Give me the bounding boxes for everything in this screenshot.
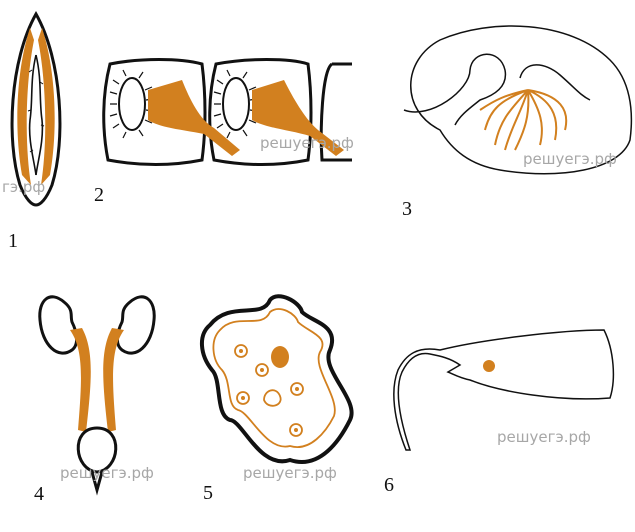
figure-label-6: 6 [384, 474, 394, 496]
figure-label-2: 2 [94, 184, 104, 206]
figure-label-1: 1 [8, 230, 18, 252]
watermark-2: решуегэ.рф [260, 134, 354, 152]
kidneys-urinary-system-icon [40, 297, 154, 490]
figure-label-3: 3 [402, 198, 412, 220]
figure-label-4: 4 [34, 483, 44, 505]
watermark-4: решуегэ.рф [60, 464, 154, 482]
figure-label-5: 5 [203, 482, 213, 504]
watermark-3: решуегэ.рф [523, 150, 617, 168]
watermark-5: решуегэ.рф [243, 464, 337, 482]
amoeba-icon [202, 296, 352, 462]
euglena-icon [12, 14, 60, 205]
watermark-6: решуегэ.рф [497, 428, 591, 446]
watermark-1: гэ.рф [2, 178, 45, 196]
